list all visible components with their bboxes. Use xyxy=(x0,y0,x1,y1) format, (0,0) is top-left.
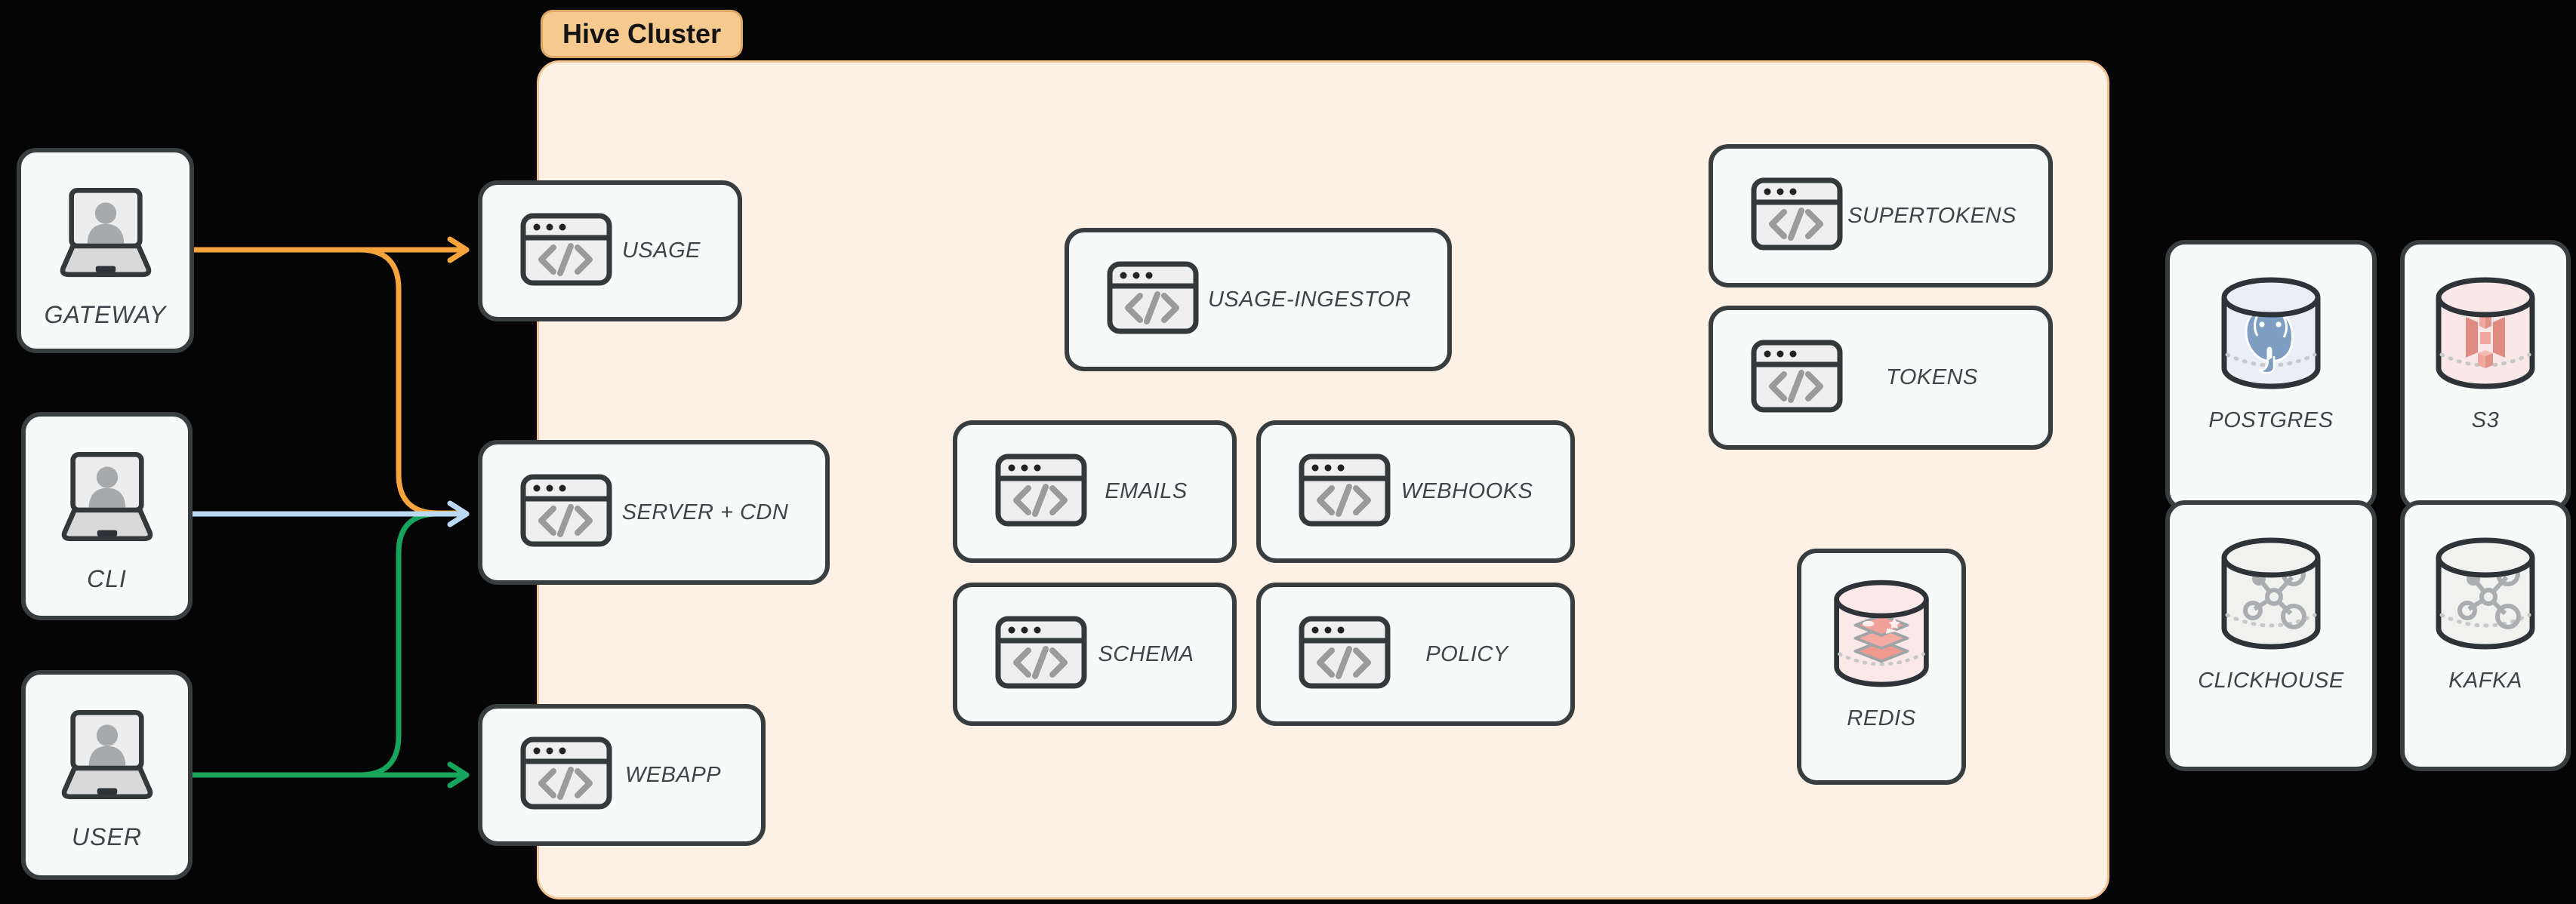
browser-code-icon xyxy=(520,736,612,813)
laptop-user-icon xyxy=(43,708,171,807)
edge-user-servercdn xyxy=(190,511,454,778)
db-label: REDIS xyxy=(1847,706,1916,730)
client-label: GATEWAY xyxy=(44,301,167,328)
browser-code-icon xyxy=(1107,261,1199,338)
service-label: USAGE xyxy=(621,238,701,263)
cluster-label: Hive Cluster xyxy=(541,10,744,58)
browser-code-icon xyxy=(520,474,612,551)
service-node-usage-ingestor: USAGE-INGESTOR xyxy=(1065,228,1452,371)
edge-gateway-servercdn xyxy=(191,247,459,516)
db-node-redis: REDIS xyxy=(1797,549,1966,785)
client-node-user: USER xyxy=(21,670,193,880)
service-label: WEBHOOKS xyxy=(1400,479,1533,503)
db-label: KAFKA xyxy=(2448,669,2522,693)
service-label: TOKENS xyxy=(1886,365,1978,389)
clickhouse-database-icon xyxy=(2218,537,2324,655)
browser-code-icon xyxy=(995,454,1087,530)
service-node-schema: SCHEMA xyxy=(953,583,1237,726)
db-node-s3: S3 xyxy=(2400,240,2571,511)
service-node-webhooks: WEBHOOKS xyxy=(1256,420,1575,563)
client-node-gateway: GATEWAY xyxy=(17,148,194,353)
db-node-postgres: POSTGRES xyxy=(2165,240,2377,511)
service-node-usage: USAGE xyxy=(478,180,742,321)
db-node-kafka: KAFKA xyxy=(2400,500,2571,771)
db-label: CLICKHOUSE xyxy=(2198,669,2344,693)
client-label: CLI xyxy=(87,565,127,592)
kafka-database-icon xyxy=(2433,537,2538,655)
service-label: SCHEMA xyxy=(1098,641,1194,666)
redis-database-icon xyxy=(1831,579,1932,693)
service-node-tokens: TOKENS xyxy=(1709,306,2053,450)
client-node-cli: CLI xyxy=(21,412,193,620)
browser-code-icon xyxy=(995,616,1087,693)
s3-database-icon xyxy=(2433,276,2538,395)
service-label: USAGE-INGESTOR xyxy=(1207,287,1412,312)
client-label: USER xyxy=(72,823,142,850)
db-label: S3 xyxy=(2471,408,2500,432)
browser-code-icon xyxy=(1299,454,1391,530)
browser-code-icon xyxy=(1299,616,1391,693)
service-node-server-cdn: SERVER + CDN xyxy=(478,440,830,585)
service-label: SUPERTOKENS xyxy=(1847,203,2017,228)
service-label: SERVER + CDN xyxy=(621,500,789,524)
laptop-user-icon xyxy=(42,186,170,284)
browser-code-icon xyxy=(520,213,612,290)
service-node-supertokens: SUPERTOKENS xyxy=(1709,144,2053,287)
db-label: POSTGRES xyxy=(2208,408,2334,432)
db-node-clickhouse: CLICKHOUSE xyxy=(2165,500,2377,771)
postgres-database-icon xyxy=(2218,276,2324,395)
service-label: POLICY xyxy=(1425,641,1508,666)
service-node-emails: EMAILS xyxy=(953,420,1237,563)
service-label: EMAILS xyxy=(1105,479,1188,503)
service-node-policy: POLICY xyxy=(1256,583,1575,726)
service-label: WEBAPP xyxy=(624,762,722,787)
laptop-user-icon xyxy=(43,450,171,549)
browser-code-icon xyxy=(1751,340,1843,417)
browser-code-icon xyxy=(1751,177,1843,254)
service-node-webapp: WEBAPP xyxy=(478,704,766,846)
